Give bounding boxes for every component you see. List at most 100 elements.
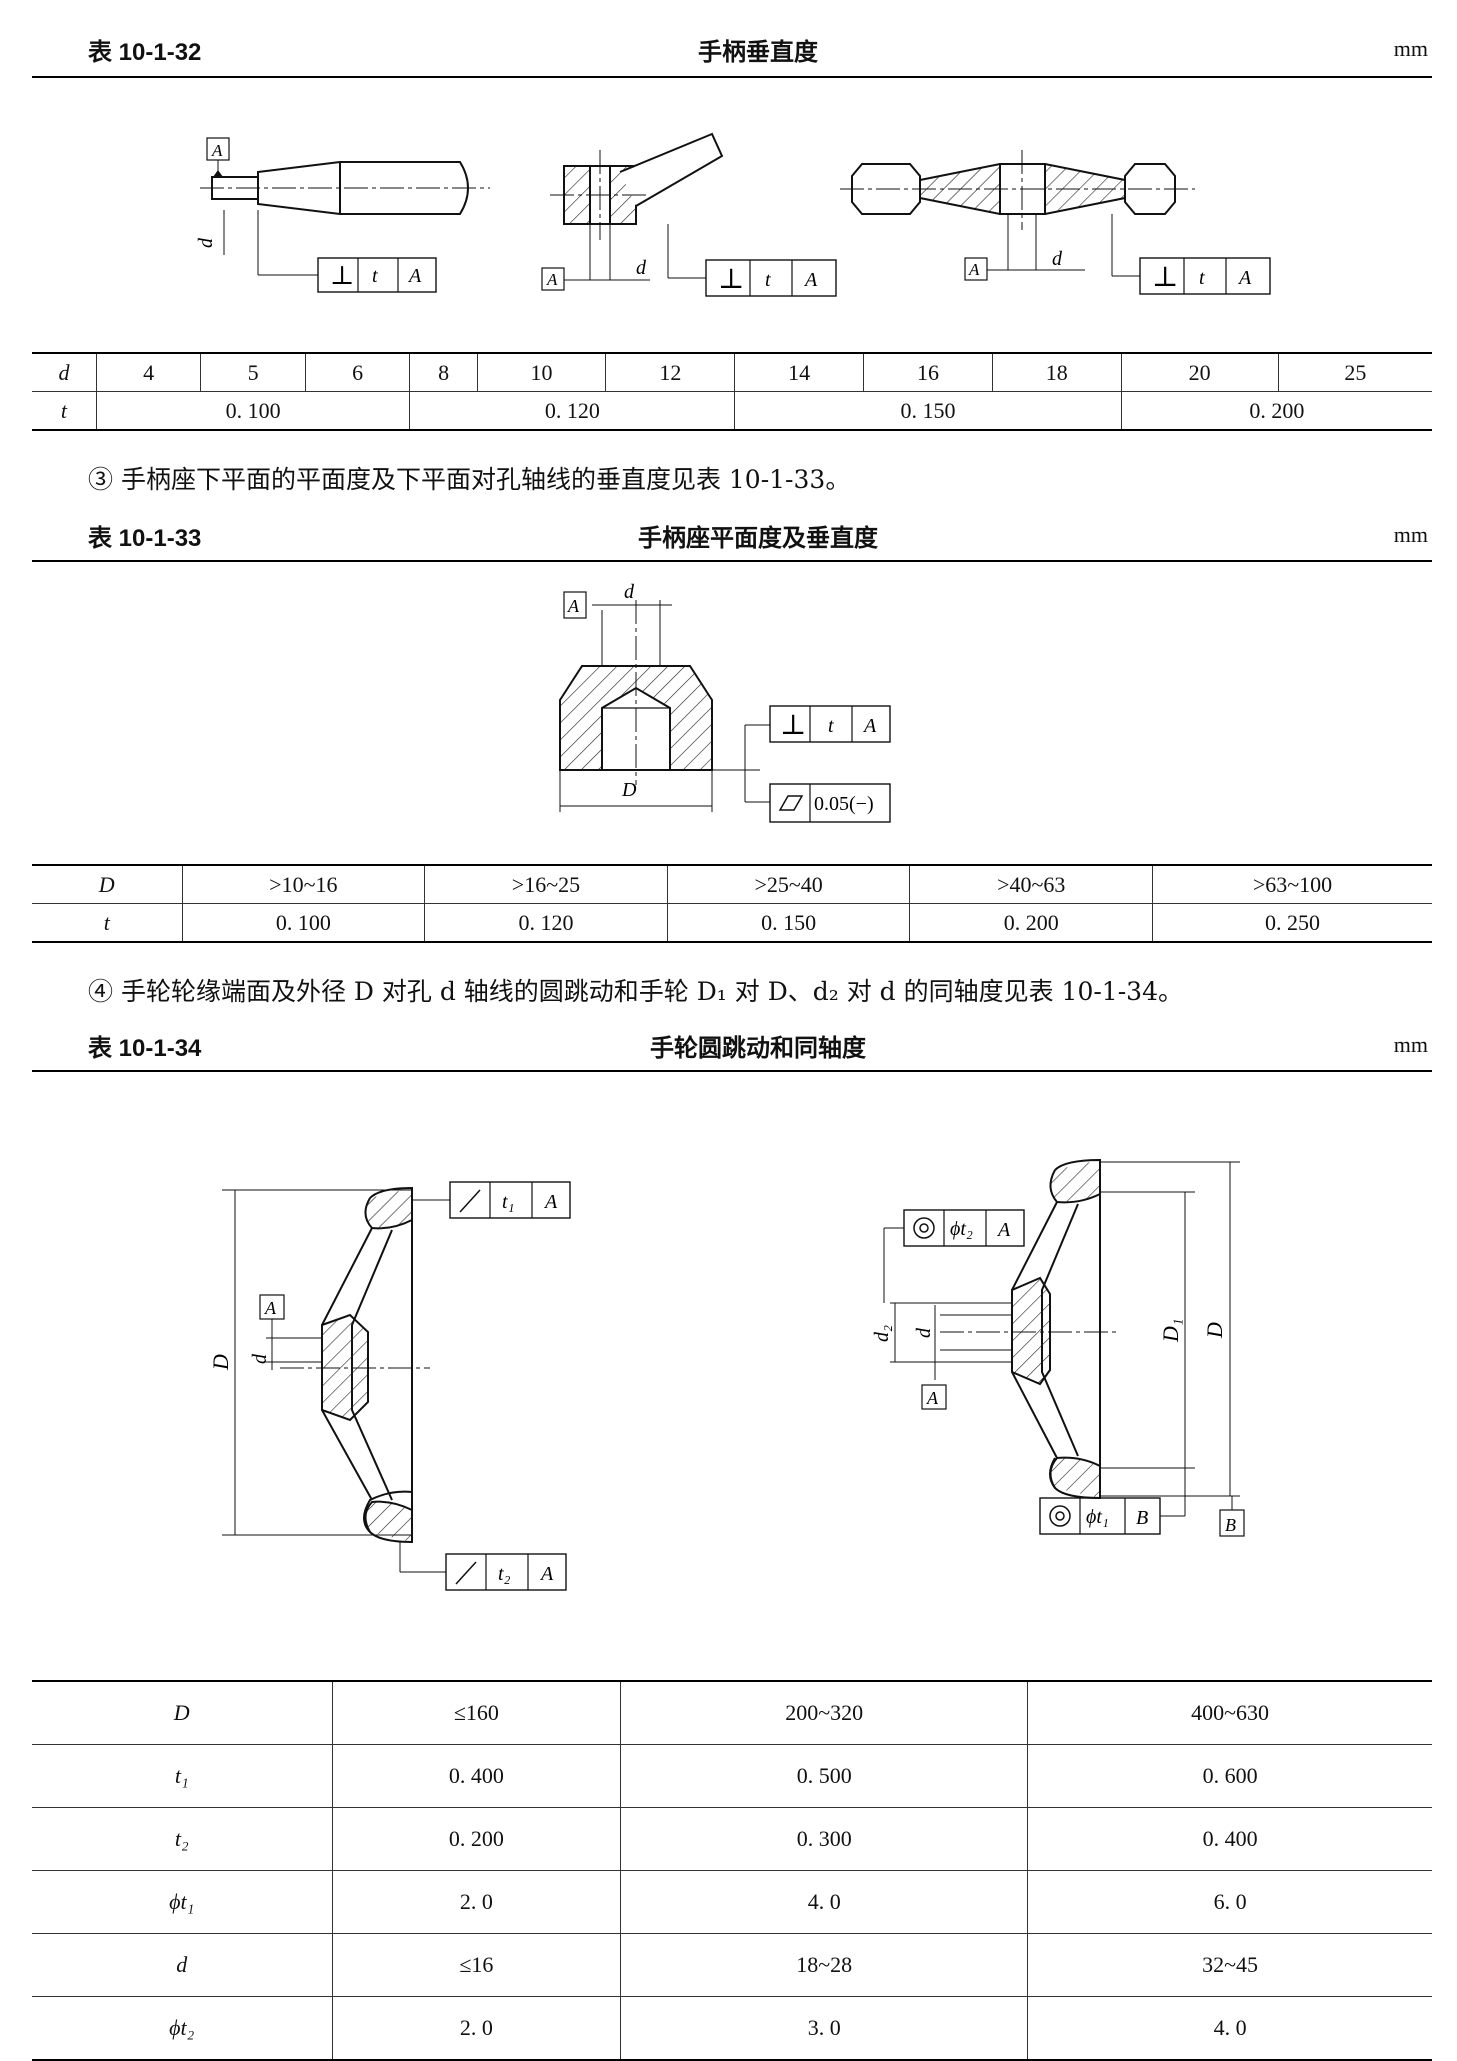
seat-datum: A: [567, 596, 580, 616]
table34-cell: 0. 300: [620, 1807, 1028, 1871]
left-t1: t₁: [502, 1191, 515, 1213]
right-datum-B: B: [1225, 1515, 1236, 1535]
table32-cell: 14: [734, 352, 864, 392]
handle-angled-drawing: [541, 132, 837, 297]
handle3-perp-symbol: ⊥: [1152, 262, 1178, 293]
table32-cell: 5: [200, 352, 306, 392]
handle1-tol: t: [372, 265, 378, 287]
table32-cell: 20: [1120, 352, 1279, 392]
table33-cell: >10~16: [181, 864, 425, 904]
handle3-dim-d: d: [1052, 248, 1063, 270]
left-datum-A: A: [264, 1298, 277, 1318]
table33-cell: 0. 100: [181, 903, 425, 943]
left-t1-datum: A: [543, 1191, 558, 1213]
table33-cell: >16~25: [424, 864, 668, 904]
table33-cell: >40~63: [909, 864, 1153, 904]
table34-cell: 6. 0: [1027, 1870, 1432, 1934]
right-datum-A: A: [926, 1388, 939, 1408]
table34-cell: 200~320: [620, 1680, 1028, 1745]
handle1-dim-d: d: [195, 237, 217, 248]
right-phi-t1: ϕt₁: [1086, 1506, 1109, 1528]
table32-cell: 4: [95, 352, 201, 392]
table34-row-label: D: [32, 1680, 332, 1745]
paragraph-4: ④ 手轮轮缘端面及外径 D 对孔 d 轴线的圆跳动和手轮 D₁ 对 D、d₂ 对…: [88, 977, 1183, 1006]
table34-row-label: ϕt₂: [32, 1996, 332, 2061]
handle3-tol: t: [1199, 267, 1205, 289]
table-row: ϕt₂ 2. 0 3. 0 4. 0: [32, 1996, 1432, 2061]
table32-header: 表 10-1-32 手柄垂直度 mm: [88, 32, 1428, 72]
table34-cell: 4. 0: [1027, 1996, 1432, 2061]
table32-figure: d A ⊥ t A A d ⊥ t A: [195, 132, 1271, 297]
handle3-datum: A: [968, 260, 980, 279]
table34-cell: 0. 400: [331, 1744, 621, 1808]
table34-row-label: t₁: [32, 1744, 332, 1808]
table32-row-label-t: t: [32, 391, 97, 431]
handle2-datum: A: [546, 270, 558, 289]
table33-cell: 0. 150: [666, 903, 910, 943]
table32-cell: 0. 150: [734, 391, 1122, 431]
seat-tol: t: [828, 715, 834, 737]
table33-cell: 0. 120: [424, 903, 668, 943]
table-row: ϕt₁ 2. 0 4. 0 6. 0: [32, 1870, 1432, 1934]
table34-cell: 400~630: [1027, 1680, 1432, 1745]
seat-dim-d: d: [624, 581, 635, 603]
table32-cell: 12: [605, 352, 735, 392]
table33-cell: 0. 250: [1152, 903, 1432, 943]
table-row: d ≤16 18~28 32~45: [32, 1933, 1432, 1997]
table-row: D ≤160 200~320 400~630: [32, 1680, 1432, 1745]
table34-cell: 18~28: [620, 1933, 1028, 1997]
table32-title: 手柄垂直度: [698, 38, 818, 66]
table32-cell: 18: [991, 352, 1122, 392]
table32-cell: 0. 120: [409, 391, 735, 431]
table34-unit: mm: [1393, 1032, 1428, 1057]
table32-cell: 10: [476, 352, 606, 392]
handwheel-left-drawing: [222, 1181, 571, 1591]
handle1-datum: A: [211, 141, 223, 160]
table-row: D >10~16 >16~25 >25~40 >40~63 >63~100: [32, 864, 1432, 904]
handwheel-right-drawing: [883, 1158, 1245, 1537]
handle3-datum-ref: A: [1237, 267, 1252, 289]
table34-cell: ≤160: [331, 1680, 621, 1745]
table-row: t 0. 100 0. 120 0. 150 0. 200 0. 250: [32, 903, 1432, 943]
table-row: d 4 5 6 8 10 12 14 16 18 20 25: [32, 352, 1432, 392]
table34-cell: 32~45: [1027, 1933, 1432, 1997]
table34-cell: 0. 600: [1027, 1744, 1432, 1808]
table34-figure: D d A t₁ A t₂ A: [208, 1158, 1245, 1591]
table33-header: 表 10-1-33 手柄座平面度及垂直度 mm: [88, 518, 1428, 558]
right-phi-t1-datum: B: [1136, 1507, 1148, 1529]
table34-cell: 4. 0: [620, 1870, 1028, 1934]
table34-cell: 2. 0: [331, 1996, 621, 2061]
table33-figure: A d D ⊥ t A 0.05(−): [559, 581, 891, 823]
table34-cell: ≤16: [331, 1933, 621, 1997]
table33-cell: 0. 200: [909, 903, 1153, 943]
seat-dim-D: D: [621, 779, 637, 801]
table34-top-rule: [32, 1070, 1432, 1072]
table-row: t₂ 0. 200 0. 300 0. 400: [32, 1807, 1432, 1871]
handle-double-drawing: [840, 150, 1271, 295]
table34-cell: 0. 500: [620, 1744, 1028, 1808]
table-row: t 0. 100 0. 120 0. 150 0. 200: [32, 391, 1432, 431]
table33-grid: D >10~16 >16~25 >25~40 >40~63 >63~100 t …: [32, 864, 1432, 943]
table33-row-label-t: t: [32, 903, 182, 943]
table32-number: 表 10-1-32: [88, 39, 202, 66]
table34-header: 表 10-1-34 手轮圆跳动和同轴度 mm: [88, 1028, 1428, 1068]
table33-number: 表 10-1-33: [88, 525, 202, 552]
handle-seat-drawing: [559, 591, 891, 823]
table32-grid: d 4 5 6 8 10 12 14 16 18 20 25 t 0. 100 …: [32, 352, 1432, 431]
table34-cell: 0. 400: [1027, 1807, 1432, 1871]
right-phi-t2-datum: A: [996, 1219, 1011, 1241]
table34-cell: 0. 200: [331, 1807, 621, 1871]
table34-cell: 2. 0: [331, 1870, 621, 1934]
left-t2-datum: A: [539, 1563, 554, 1585]
table32-top-rule: [32, 76, 1432, 78]
handle2-datum-ref: A: [803, 269, 818, 291]
table33-unit: mm: [1393, 522, 1428, 547]
left-t2: t₂: [498, 1563, 511, 1585]
table34-grid: D ≤160 200~320 400~630 t₁ 0. 400 0. 500 …: [32, 1680, 1432, 2061]
handle2-tol: t: [765, 269, 771, 291]
table34-row-label: ϕt₁: [32, 1870, 332, 1934]
right-phi-t2: ϕt₂: [950, 1218, 973, 1240]
left-dim-D: D: [208, 1354, 233, 1371]
left-dim-d: d: [249, 1353, 271, 1364]
table34-row-label: t₂: [32, 1807, 332, 1871]
